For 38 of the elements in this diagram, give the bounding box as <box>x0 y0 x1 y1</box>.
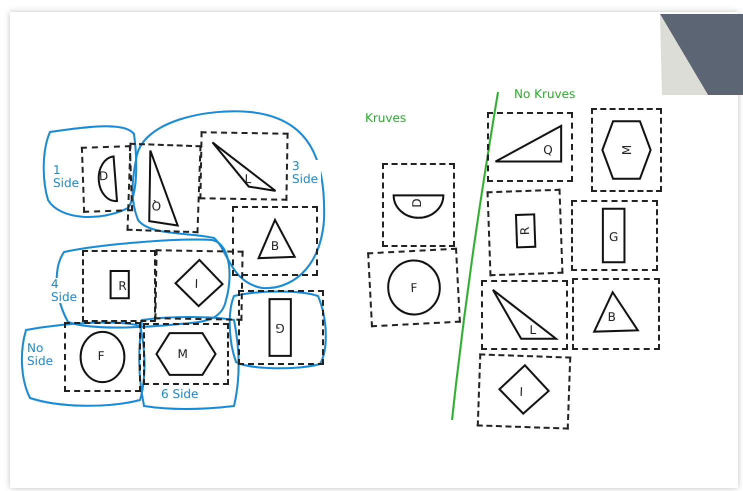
shape-letter: M <box>620 144 632 156</box>
shape-letter: B <box>608 311 616 324</box>
shape-letter: I <box>194 278 198 290</box>
shape-card <box>154 249 244 321</box>
shape-card <box>571 200 658 271</box>
shape-letter: L <box>529 324 536 336</box>
shape-card <box>476 353 572 430</box>
shape-letter: B <box>270 240 280 252</box>
shape-letter: R <box>118 280 127 292</box>
shape-card <box>199 131 289 201</box>
shape-card <box>487 112 573 182</box>
shape-letter: F <box>98 350 104 362</box>
shape-letter: D <box>98 170 108 182</box>
shape-card <box>481 280 568 350</box>
shape-card <box>382 163 455 247</box>
shape-letter: Q <box>152 200 162 212</box>
shape-letter: Q <box>543 144 553 156</box>
handwritten-note: 1 Side <box>52 164 80 190</box>
shape-letter: F <box>410 281 418 294</box>
shape-letter: G <box>609 230 618 243</box>
shape-letter: R <box>518 226 532 236</box>
shape-letter: D <box>411 198 424 208</box>
shape-letter: L <box>244 172 252 185</box>
shape-letter: M <box>178 348 188 360</box>
shape-letter: G <box>276 322 285 334</box>
shape-card <box>486 188 564 276</box>
shape-card <box>80 145 134 213</box>
shape-card <box>367 248 461 328</box>
shape-card <box>238 290 324 365</box>
shape-card <box>591 108 662 192</box>
shape-card <box>82 250 156 322</box>
shape-card <box>64 322 141 392</box>
handwritten-note: 3 Side <box>291 160 321 186</box>
shape-card <box>572 278 660 350</box>
shape-card <box>232 206 318 276</box>
shape-card <box>143 323 229 385</box>
shape-card <box>126 142 202 234</box>
shape-letter: I <box>519 385 524 398</box>
